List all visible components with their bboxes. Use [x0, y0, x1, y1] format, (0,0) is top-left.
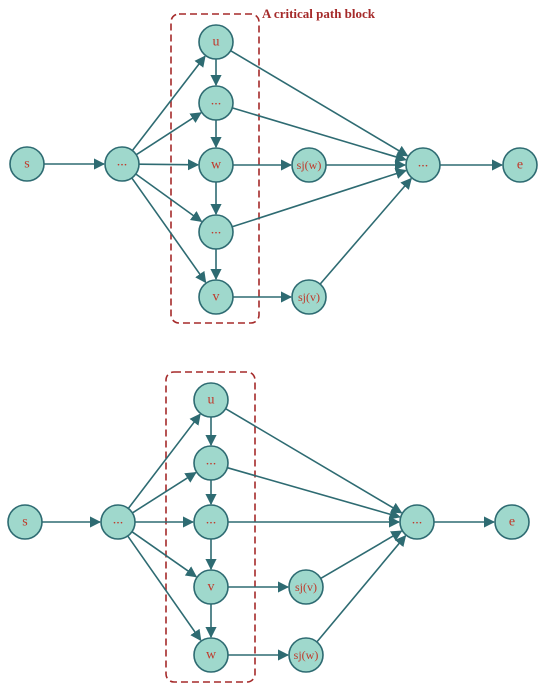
bottom-diagram: s ... u ... ... v w sj(v)	[7, 371, 530, 683]
top-edge-a-to-m2	[135, 173, 203, 223]
top-node-u: u	[198, 24, 234, 60]
top-edge-a-to-w	[138, 159, 200, 171]
svg-text:w: w	[211, 158, 222, 173]
bottom-node-e: e	[494, 504, 530, 540]
svg-text:w: w	[206, 648, 217, 663]
top-edge-m1-to-b	[232, 107, 407, 163]
top-edge-sjv-to-b	[319, 177, 412, 285]
top-node-v: v	[198, 279, 234, 315]
top-block-label: A critical path block	[262, 6, 376, 21]
top-diagram: A critical path block s ... u ... w ...	[9, 6, 538, 324]
bottom-edge-a-to-v	[131, 531, 198, 578]
svg-text:s: s	[22, 515, 27, 530]
svg-text:sj(v): sj(v)	[298, 290, 320, 304]
bottom-node-v: v	[193, 569, 229, 605]
svg-text:...: ...	[211, 223, 222, 238]
svg-text:...: ...	[117, 155, 128, 170]
svg-text:...: ...	[418, 156, 429, 171]
top-node-w: w	[198, 147, 234, 183]
svg-text:u: u	[208, 393, 215, 408]
svg-text:e: e	[509, 515, 515, 530]
svg-text:...: ...	[412, 513, 423, 528]
svg-text:sj(w): sj(w)	[294, 648, 319, 662]
bottom-node-sjv: sj(v)	[288, 569, 324, 605]
svg-text:v: v	[213, 290, 220, 305]
bottom-edge-sjv-to-b	[320, 530, 403, 580]
bottom-node-sjw: sj(w)	[288, 637, 324, 673]
top-node-s: s	[9, 146, 45, 182]
bottom-edge-u-to-b	[225, 408, 403, 514]
top-edge-a-to-u	[131, 55, 206, 151]
svg-text:sj(w): sj(w)	[297, 158, 322, 172]
bottom-edge-a-to-m1	[131, 471, 197, 514]
bottom-node-w: w	[193, 637, 229, 673]
top-node-m2: ...	[198, 214, 234, 250]
top-edge-m2-to-b	[231, 168, 407, 228]
bottom-node-s: s	[7, 504, 43, 540]
svg-text:e: e	[517, 158, 523, 173]
bottom-critical-path-block	[165, 371, 256, 683]
top-critical-path-block	[170, 13, 260, 324]
bottom-edge-a-to-w	[127, 535, 202, 642]
svg-text:u: u	[213, 35, 220, 50]
top-edge-a-to-v	[131, 177, 207, 284]
top-node-a: ...	[104, 146, 140, 182]
bottom-node-m2: ...	[193, 504, 229, 540]
svg-text:s: s	[24, 157, 29, 172]
top-edge-u-to-b	[230, 50, 409, 157]
bottom-edges	[42, 408, 496, 661]
top-node-b: ...	[405, 147, 441, 183]
top-node-sjw: sj(w)	[291, 147, 327, 183]
svg-text:...: ...	[206, 513, 217, 528]
bottom-edge-m1-to-b	[227, 466, 401, 520]
bottom-node-b: ...	[399, 504, 435, 540]
svg-text:sj(v): sj(v)	[295, 580, 317, 594]
bottom-edge-a-to-u	[127, 413, 201, 509]
svg-text:...: ...	[211, 94, 222, 109]
top-edges	[44, 50, 504, 303]
bottom-node-u: u	[193, 382, 229, 418]
bottom-edge-sjw-to-b	[316, 534, 407, 643]
svg-text:v: v	[208, 580, 215, 595]
bottom-node-m1: ...	[193, 445, 229, 481]
top-node-m1: ...	[198, 85, 234, 121]
bottom-node-a: ...	[100, 504, 136, 540]
top-node-sjv: sj(v)	[291, 279, 327, 315]
svg-text:...: ...	[206, 454, 217, 469]
top-node-e: e	[502, 147, 538, 183]
svg-text:...: ...	[113, 513, 124, 528]
top-edge-a-to-m1	[135, 112, 202, 156]
